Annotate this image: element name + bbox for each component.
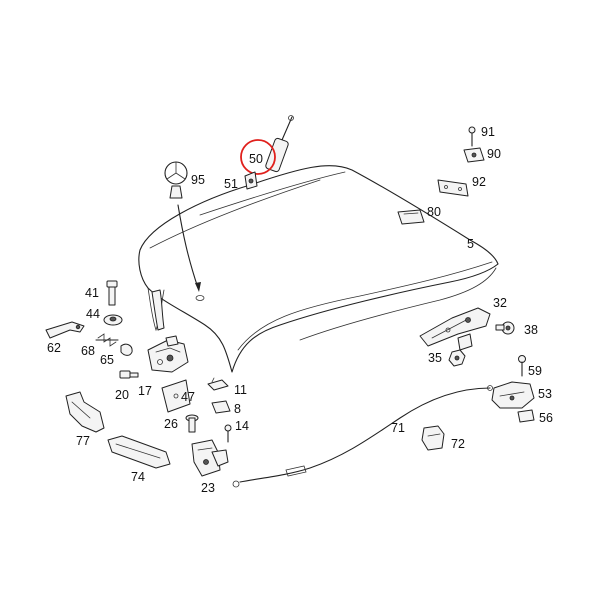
callout-32: 32 [493,296,507,310]
star-emblem-icon [164,161,201,292]
holder-72-part [421,425,445,451]
gas-strut [265,115,294,173]
callout-5: 5 [467,237,474,251]
callout-65: 65 [100,353,114,367]
screw-59-icon [518,355,526,377]
clip-65-icon [120,343,133,356]
callout-17: 17 [138,384,152,398]
callout-68: 68 [81,344,95,358]
callout-71: 71 [391,421,405,435]
callout-38: 38 [524,323,538,337]
spring-68-icon [95,333,119,347]
bolt-38-icon [495,321,515,335]
callout-90: 90 [487,147,501,161]
cover-74-part [107,435,171,469]
nut-35-icon [448,349,466,367]
bolt-26-icon [185,414,199,433]
screw-14-icon [224,424,232,443]
clip-90-icon [463,147,485,163]
callout-8: 8 [234,402,241,416]
plate-92-icon [437,179,469,197]
clip-8-icon [211,400,231,414]
callout-74: 74 [131,470,145,484]
handle-53-part [491,381,535,409]
callout-80: 80 [427,205,441,219]
callout-62: 62 [47,341,61,355]
callout-26: 26 [164,417,178,431]
bolt-41-icon [106,280,118,306]
release-cable-71 [232,385,493,488]
hood-panel [138,165,499,373]
callout-53: 53 [538,387,552,401]
callout-56: 56 [539,411,553,425]
bracket-80-icon [397,209,425,225]
callout-72: 72 [451,437,465,451]
callout-47: 47 [181,390,195,404]
callout-59: 59 [528,364,542,378]
callout-91: 91 [481,125,495,139]
callout-44: 44 [86,307,100,321]
callout-51: 51 [224,177,238,191]
latch-17-assembly [147,335,189,373]
callout-50: 50 [249,152,263,166]
lock-23-assembly [191,439,229,477]
clip-56-icon [517,409,535,423]
callout-92: 92 [472,175,486,189]
callout-23: 23 [201,481,215,495]
callout-20: 20 [115,388,129,402]
nut-44-icon [103,314,123,326]
bracket-47-icon [161,379,191,413]
clip-11-icon [207,377,229,391]
bolt-20-icon [119,370,139,379]
strut-bracket [244,171,258,190]
hinge-32-assembly [419,307,491,351]
callout-95: 95 [191,173,205,187]
seal-77-part [65,391,105,433]
callout-77: 77 [76,434,90,448]
screw-91-icon [468,126,476,147]
highlight-circle [240,139,276,175]
callout-14: 14 [235,419,249,433]
callout-41: 41 [85,286,99,300]
lever-62-icon [45,321,85,339]
callout-11: 11 [234,383,247,397]
callout-35: 35 [428,351,442,365]
